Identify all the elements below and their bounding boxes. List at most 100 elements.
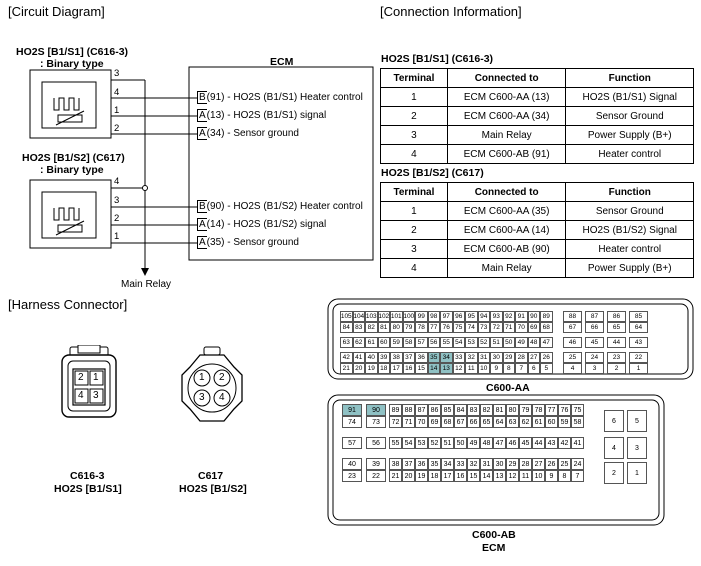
connector-pin: 56	[366, 437, 386, 449]
connector-pin: 97	[440, 311, 453, 322]
connector-pin: 105	[340, 311, 353, 322]
connector-pin: 19	[365, 363, 378, 374]
connector-pin: 89	[389, 404, 402, 416]
connector-pin: 49	[467, 437, 480, 449]
connector-pin: 12	[506, 470, 519, 482]
c617-pin: 1	[199, 372, 205, 383]
connector-pin: 1	[627, 462, 647, 484]
c616-connector	[61, 345, 117, 418]
connector-pin: 74	[342, 416, 362, 428]
c600-ab-label: C600-AB	[472, 529, 516, 541]
col-function: Function	[565, 182, 694, 202]
sensor1-pin: 3	[114, 68, 120, 79]
terminal-letter: A	[197, 236, 207, 249]
connector-pin: 63	[340, 337, 353, 348]
sensor2-title: HO2S [B1/S2] (C617)	[22, 152, 125, 164]
connector-pin: 60	[377, 337, 390, 348]
connector-pin: 89	[540, 311, 553, 322]
connector-pin: 53	[465, 337, 478, 348]
connector-pin: 5	[540, 363, 553, 374]
c616-pin: 3	[93, 390, 99, 401]
connector-pin: 28	[515, 352, 528, 363]
sensor1-pin: 1	[114, 105, 120, 116]
sensor2-type: : Binary type	[40, 164, 104, 176]
connector-pin: 95	[465, 311, 478, 322]
connector-pin: 84	[454, 404, 467, 416]
connector-pin: 4	[604, 437, 624, 459]
connector-pin: 23	[607, 352, 626, 363]
connector-pin: 80	[506, 404, 519, 416]
main-relay-label: Main Relay	[121, 279, 172, 290]
connector-pin: 9	[490, 363, 503, 374]
connector-pin: 56	[427, 337, 440, 348]
connector-pin: 37	[402, 352, 415, 363]
connector-pin: 83	[352, 322, 365, 333]
connector-pin: 72	[490, 322, 503, 333]
connector-pin: 65	[480, 416, 493, 428]
connector-pin: 45	[585, 337, 604, 348]
connector-pin: 52	[428, 437, 441, 449]
connector-pin: 93	[490, 311, 503, 322]
connector-pin: 32	[467, 458, 480, 470]
connector-pin: 26	[545, 458, 558, 470]
connector-pin: 31	[480, 458, 493, 470]
ecm-terminal: B(91) - HO2S (B1/S1) Heater control	[197, 91, 363, 104]
connector-pin: 13	[493, 470, 506, 482]
connector-pin: 21	[340, 363, 353, 374]
connector-pin: 62	[352, 337, 365, 348]
connector-pin: 91	[515, 311, 528, 322]
connector-pin: 60	[545, 416, 558, 428]
circuit-diagram	[29, 66, 374, 276]
ecm-terminal: A(14) - HO2S (B1/S2) signal	[197, 218, 326, 231]
connector-pin: 3	[585, 363, 604, 374]
connector-pin: 22	[366, 470, 386, 482]
connector-pin: 22	[629, 352, 648, 363]
connector-pin: 68	[441, 416, 454, 428]
connector-pin: 53	[415, 437, 428, 449]
connector-pin: 82	[365, 322, 378, 333]
connector-pin: 94	[477, 311, 490, 322]
connector-pin: 7	[571, 470, 584, 482]
connector-pin: 54	[402, 437, 415, 449]
connector-pin: 76	[440, 322, 453, 333]
connector-pin: 86	[428, 404, 441, 416]
connector-pin: 79	[402, 322, 415, 333]
connector-pin: 83	[467, 404, 480, 416]
sensor1-type: : Binary type	[40, 58, 104, 70]
connector-pin: 102	[377, 311, 390, 322]
terminal-text: (13) - HO2S (B1/S1) signal	[206, 110, 327, 121]
sensor2-pin: 4	[114, 176, 120, 187]
connector-pin: 59	[558, 416, 571, 428]
col-connected-to: Connected to	[446, 182, 567, 202]
harness-connector-heading: [Harness Connector]	[8, 297, 128, 312]
connector-pin: 103	[365, 311, 378, 322]
ecm-label: ECM	[270, 56, 294, 68]
connector-pin: 59	[390, 337, 403, 348]
connector-pin: 6	[527, 363, 540, 374]
connector-pin: 58	[402, 337, 415, 348]
connector-pin: 101	[390, 311, 403, 322]
connector-pin: 78	[415, 322, 428, 333]
sensor1-pin: 2	[114, 123, 120, 134]
connector-pin: 84	[340, 322, 353, 333]
connector-pin: 66	[467, 416, 480, 428]
connector-pin: 63	[506, 416, 519, 428]
connector-pin: 25	[558, 458, 571, 470]
connector-pin: 52	[477, 337, 490, 348]
connector-pin: 100	[402, 311, 415, 322]
connector-pin: 3	[627, 437, 647, 459]
c617-connector	[181, 346, 243, 422]
terminal-letter: A	[197, 127, 207, 140]
connector-pin: 55	[440, 337, 453, 348]
c617-name: C617	[198, 470, 224, 482]
connector-pin: 78	[532, 404, 545, 416]
connector-pin: 81	[493, 404, 506, 416]
connector-pin: 13	[440, 363, 453, 374]
